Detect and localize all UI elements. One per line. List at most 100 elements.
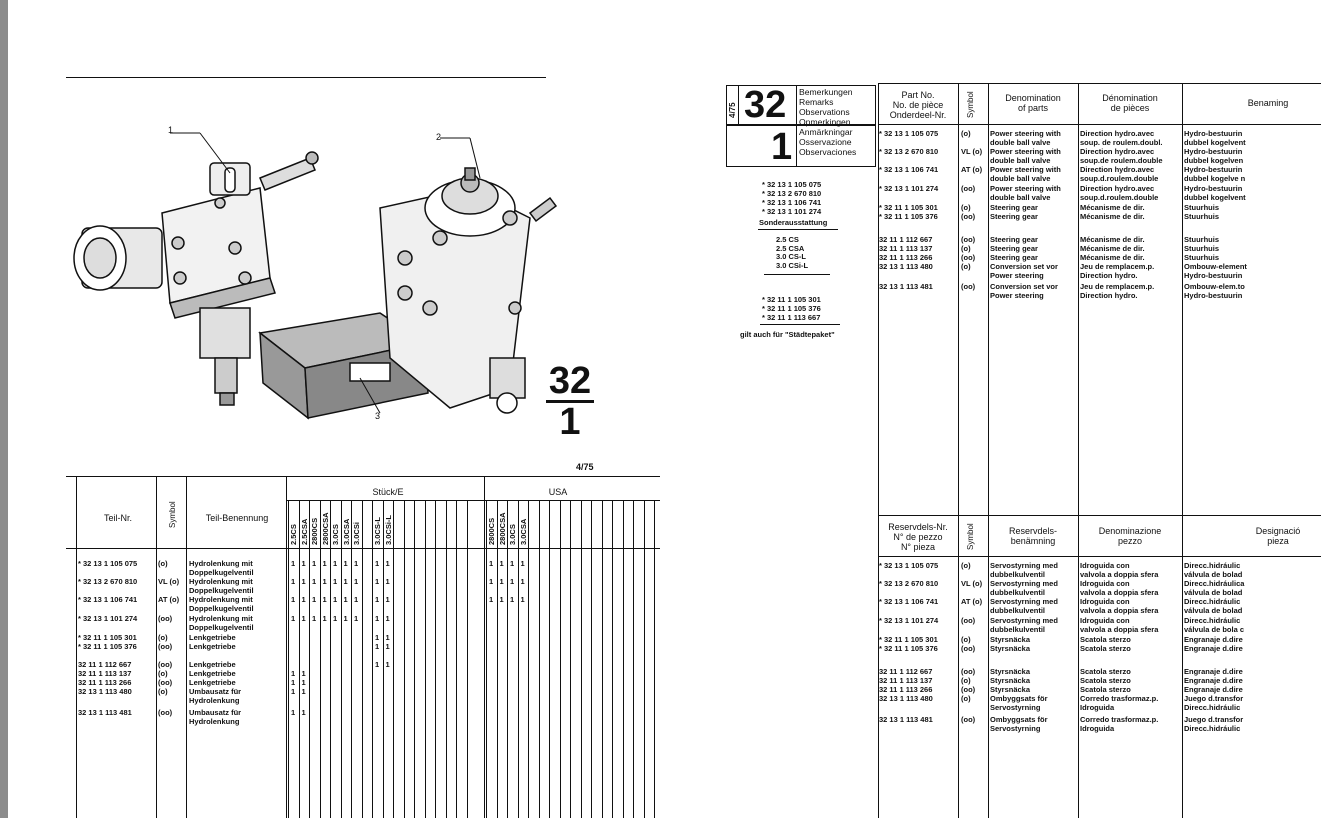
symbol: AT (o) — [961, 165, 983, 174]
symbol: (oo) — [961, 235, 976, 244]
denomination-es: Direcc.hidráulic — [1184, 561, 1241, 570]
part-name: Hydrolenkung mit — [189, 614, 253, 623]
part-number: * 32 13 2 670 810 — [78, 577, 138, 586]
header-line: benämning — [1010, 536, 1056, 546]
denomination-nl: Hydro-bestuurin — [1184, 165, 1243, 174]
part-number: 32 13 1 113 481 — [879, 282, 933, 291]
usa-col-line — [643, 500, 645, 818]
qty-cell: 1 — [385, 614, 390, 623]
part-number: 32 11 1 113 137 — [879, 676, 933, 685]
part-number: 32 13 1 113 480 — [879, 694, 933, 703]
usa-col-line — [612, 500, 613, 818]
denomination-it: Corredo trasformaz.p. — [1080, 715, 1159, 724]
qty-cell: 1 — [312, 559, 317, 568]
qty-col-line — [361, 500, 363, 818]
part-number: * 32 11 1 105 376 — [879, 644, 938, 653]
usa-qty-cell: 1 — [489, 577, 494, 586]
part-name: Lenkgetriebe — [189, 633, 236, 642]
part-number: * 32 13 1 105 075 — [78, 559, 138, 568]
qty-cell: 1 — [375, 642, 380, 651]
qty-cell: 1 — [375, 614, 380, 623]
denomination-nl: dubbel kogelve n — [1184, 173, 1246, 183]
qty-cell: 1 — [322, 559, 327, 568]
qty-cell: 1 — [312, 595, 317, 604]
part-name-line2: Hydrolenkung — [189, 716, 240, 726]
usa-qty-cell: 1 — [499, 559, 504, 568]
qty-cell: 1 — [354, 595, 359, 604]
denomination-it: Idroguida — [1080, 723, 1115, 733]
note-part: * 32 13 1 105 075 — [762, 180, 822, 189]
symbol: (oo) — [961, 685, 976, 694]
usa-qty-cell: 1 — [489, 559, 494, 568]
denomination-sv: Servostyrning med — [990, 561, 1058, 570]
qty-cell: 1 — [291, 614, 296, 623]
denomination-sv: Styrsnäcka — [990, 685, 1031, 694]
denomination-it: Scatola sterzo — [1080, 676, 1131, 685]
denomination-sv: Styrsnäcka — [990, 667, 1031, 676]
col-header-name: Teil-Benennung — [205, 513, 269, 523]
denomination-es: Engranaje d.dire — [1184, 644, 1243, 653]
usa-col-line — [580, 500, 582, 818]
qty-cell: 1 — [354, 559, 359, 568]
usa-qty-cell: 1 — [520, 595, 525, 604]
bottom-header-rule — [878, 556, 1321, 557]
qty-cell: 1 — [301, 595, 306, 604]
qty-cell: 1 — [385, 595, 390, 604]
denomination-sv: Styrsnäcka — [990, 644, 1031, 653]
callout-1: 1 — [168, 125, 174, 135]
denomination-nl: dubbel kogelvent — [1184, 137, 1246, 147]
part-number: 32 11 1 113 137 — [879, 244, 933, 253]
brace-line — [764, 274, 830, 275]
denomination-it: Scatola sterzo — [1080, 635, 1131, 644]
denomination-it: Idroguida con — [1080, 561, 1130, 570]
symbol: (oo) — [961, 184, 976, 193]
steering-illustration — [73, 132, 558, 420]
symbol: VL (o) — [961, 579, 983, 588]
denomination-it: Idroguida con — [1080, 616, 1130, 625]
denomination-es: Direcc.hidráulic — [1184, 597, 1241, 606]
denomination-fr: Mécanisme de dir. — [1080, 203, 1145, 212]
symbol: (o) — [961, 676, 971, 685]
brace-line — [760, 324, 840, 325]
header-line: Dénomination — [1102, 93, 1158, 103]
denomination-sv: Ombyggsats för — [990, 694, 1048, 703]
denomination-nl: Stuurhuis — [1184, 212, 1219, 221]
qty-cell: 1 — [375, 559, 380, 568]
denomination-nl: Stuurhuis — [1184, 203, 1219, 212]
denomination-fr: Mécanisme de dir. — [1080, 244, 1145, 253]
usa-qty-cell: 1 — [499, 595, 504, 604]
denomination-es: Juego d.transfor — [1184, 694, 1244, 703]
denomination-nl: Hydro-bestuurin — [1184, 290, 1243, 300]
part-number: 32 13 1 113 481 — [78, 708, 132, 717]
model-header: 3.0CS-L — [373, 517, 382, 545]
denomination-fr: Jeu de remplacem.p. — [1080, 262, 1155, 271]
symbol: (o) — [961, 635, 971, 644]
part-number: * 32 11 1 105 376 — [879, 212, 938, 221]
header-line: N° de pezzo — [893, 532, 943, 542]
denomination-es: Engranaje d.dire — [1184, 685, 1243, 694]
symbol: (o) — [961, 129, 971, 138]
remarks-label: Observations — [799, 107, 850, 117]
note-part: * 32 11 1 113 667 — [762, 313, 821, 322]
denomination-sv: Servostyrning med — [990, 579, 1058, 588]
qty-col-line — [393, 500, 394, 818]
denomination-sv: Servostyrning med — [990, 597, 1058, 606]
denomination-it: Corredo trasformaz.p. — [1080, 694, 1159, 703]
denomination-es: válvula de bolad — [1184, 605, 1243, 615]
symbol: (oo) — [158, 614, 173, 623]
part-number: * 32 13 1 106 741 — [78, 595, 138, 604]
note-part: * 32 13 2 670 810 — [762, 189, 822, 198]
note-part: * 32 11 1 105 301 — [762, 295, 821, 304]
model-header: 3.0CSi-L — [383, 514, 393, 545]
denomination-nl: Stuurhuis — [1184, 253, 1219, 262]
part-number: * 32 11 1 105 301 — [78, 633, 137, 642]
symbol: (o) — [158, 559, 168, 568]
denomination-fr: Mécanisme de dir. — [1080, 235, 1145, 244]
symbol: (o) — [158, 687, 168, 696]
qty-col-line — [319, 500, 321, 818]
col-header-qty: Stück/E — [372, 487, 404, 497]
remarks-label: Bemerkungen — [799, 87, 853, 97]
qty-cell: 1 — [375, 633, 380, 642]
usa-qty-cell: 1 — [520, 559, 525, 568]
qty-col-line — [298, 500, 300, 818]
